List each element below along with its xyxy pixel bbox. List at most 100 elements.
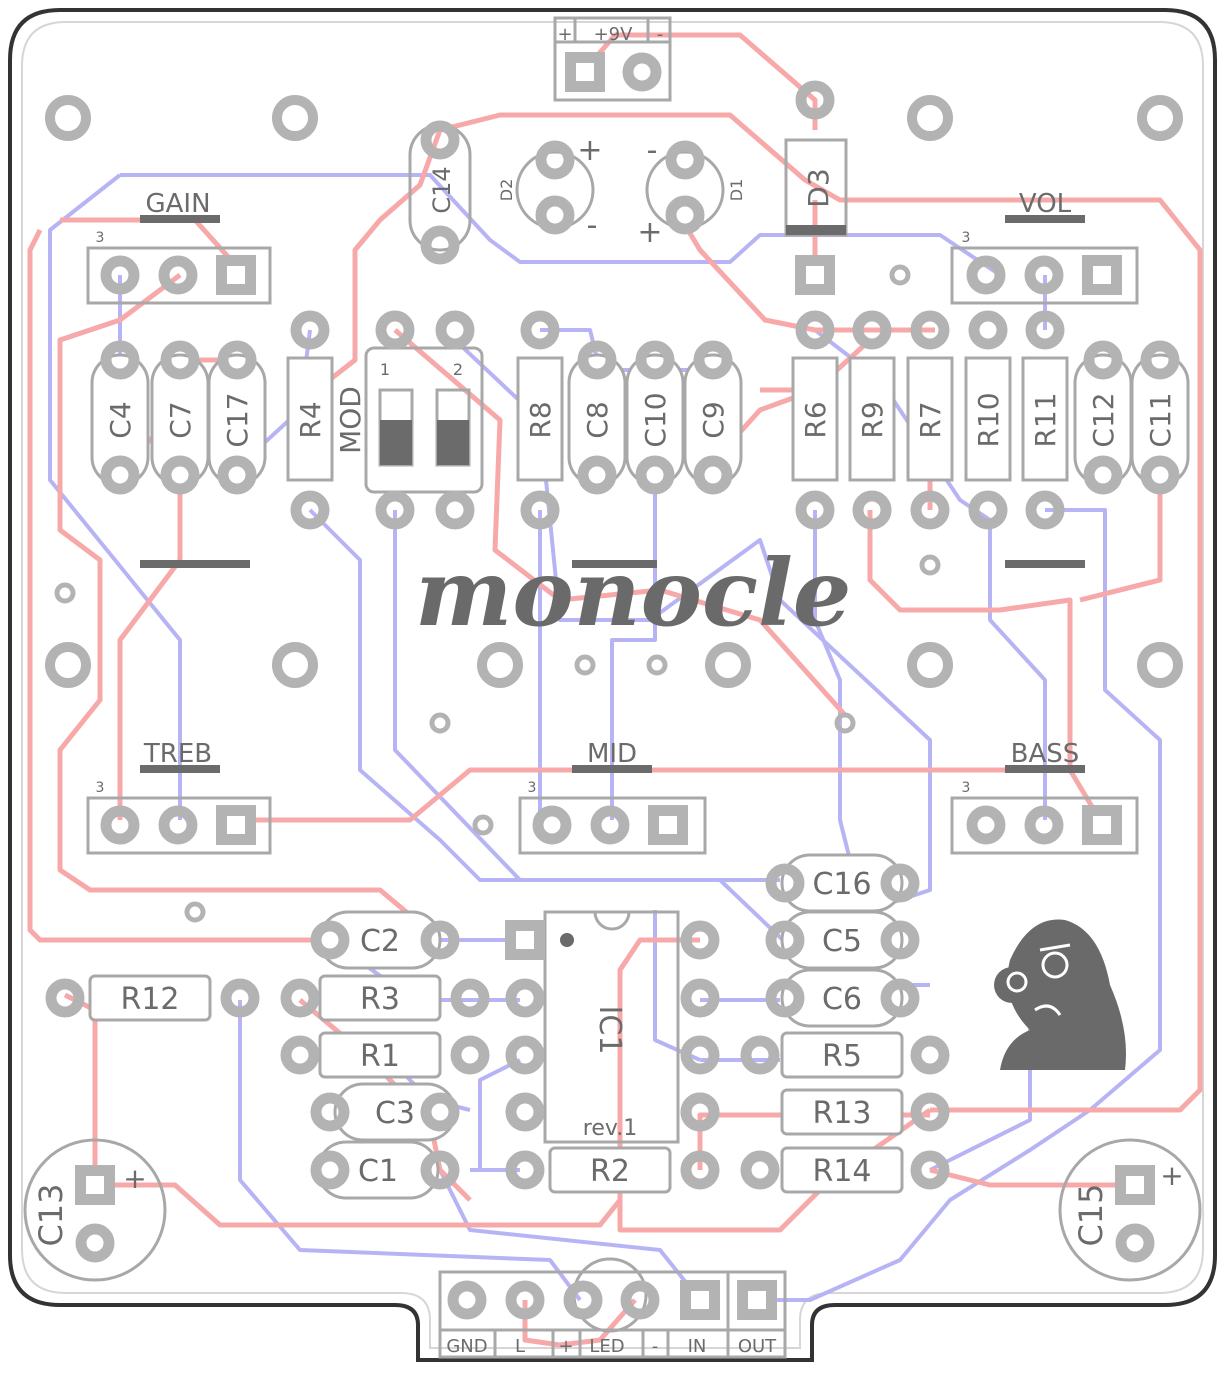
component-label: C16 (812, 867, 871, 902)
mounting-holes (45, 95, 1183, 688)
header-9v-label: +9V (594, 24, 634, 45)
resistor-body (1021, 356, 1069, 482)
resistor-body (88, 974, 212, 1022)
ic-pad-right (680, 920, 720, 960)
resistor-pad (795, 310, 835, 350)
component-label: C2 (360, 924, 400, 959)
resistor-label: R11 (1029, 392, 1062, 447)
c13-plus-label: + (123, 1162, 146, 1195)
resistor-body (848, 356, 896, 482)
c14-label: C14 (428, 166, 456, 213)
pot-mid-pin-label: 3 (528, 780, 537, 796)
component-pad (420, 920, 460, 960)
component-pad (910, 1092, 950, 1132)
mascot-face (1006, 943, 1071, 1016)
resistor-pad (910, 310, 950, 350)
component-pad (310, 1092, 350, 1132)
pot-bass-pad-1 (966, 805, 1006, 845)
resistor-pad (968, 310, 1008, 350)
io-pad-gnd (447, 1280, 487, 1320)
resistor-pad (290, 490, 330, 530)
ic-pad-left (505, 1035, 545, 1075)
pot-treb-pin-label: 3 (96, 780, 105, 796)
component-pad (450, 978, 490, 1018)
d1-minus-label: - (647, 133, 658, 168)
ic-pad-left (505, 1092, 545, 1132)
component-label: R14 (812, 1154, 871, 1189)
resistor-label: R10 (972, 392, 1005, 447)
pot-bass-pad-2 (1024, 805, 1064, 845)
switch-label: MOD (334, 386, 367, 454)
capacitor-pad (635, 340, 675, 380)
component-label: R2 (590, 1154, 630, 1189)
switch-pad (435, 490, 475, 530)
pad-hole (1126, 1176, 1144, 1194)
pot-treb-pad-1 (100, 805, 140, 845)
resistor-body (516, 356, 564, 482)
component-label: C5 (822, 924, 862, 959)
ic-pad-right (680, 978, 720, 1018)
c15-plus-label: + (1160, 1159, 1183, 1192)
component-pad (45, 978, 85, 1018)
component-pad (740, 1150, 780, 1190)
resistor-pad (1025, 490, 1065, 530)
io-l-label: L (515, 1336, 525, 1357)
capacitor-pad (577, 340, 617, 380)
io-pad-l (505, 1280, 545, 1320)
d1-pad (665, 140, 705, 180)
ic-pad-right (680, 1035, 720, 1075)
pot-gain-pad-2 (158, 255, 198, 295)
component-label: R12 (120, 982, 179, 1017)
io-pad-plus (563, 1280, 603, 1320)
capacitor-label: C8 (581, 401, 614, 438)
d1-pad (665, 195, 705, 235)
resistor-pad (290, 310, 330, 350)
switch-pad (435, 310, 475, 350)
component-pad (220, 978, 260, 1018)
resistor-pad (1025, 310, 1065, 350)
revision-label: rev.1 (583, 1116, 637, 1141)
pot-mid-pad-1 (532, 805, 572, 845)
component-pad (310, 1150, 350, 1190)
pad-hole (576, 63, 594, 81)
pot-vol-pad-1 (966, 255, 1006, 295)
header-plus-label: + (557, 24, 572, 45)
io-minus-label: - (652, 1336, 659, 1357)
component-pad (880, 978, 920, 1018)
c15-pad (1115, 1223, 1155, 1263)
component-pad (280, 978, 320, 1018)
d2-plus-label: + (577, 133, 602, 168)
capacitor-pad (693, 455, 733, 495)
logo-text: monocle (415, 539, 851, 647)
pot-gain-label: GAIN (145, 189, 210, 219)
switch-pad (375, 490, 415, 530)
switch-pin2-label: 2 (453, 360, 463, 379)
capacitor-pad (1140, 340, 1180, 380)
monocle-logo: monocle (415, 539, 851, 647)
resistor-body (791, 356, 839, 482)
pot-bass-pin-label: 3 (962, 780, 971, 796)
component-pad (420, 1092, 460, 1132)
component-bodies (88, 18, 1190, 1357)
capacitor-pad (1083, 340, 1123, 380)
resistor-label: R9 (856, 401, 889, 438)
c14-pad (420, 120, 460, 160)
pot-vol-label: VOL (1019, 189, 1072, 219)
resistor-body (286, 356, 334, 482)
component-pad (765, 863, 805, 903)
pot-bass-label: BASS (1011, 739, 1080, 769)
resistor-pad (520, 310, 560, 350)
pad-hole (86, 1176, 104, 1194)
component-pad (280, 1035, 320, 1075)
capacitor-pad (635, 455, 675, 495)
io-pad-led (620, 1280, 660, 1320)
d1-plus-label: + (637, 215, 662, 250)
pad-hole (227, 266, 245, 284)
resistor-pad (852, 490, 892, 530)
pad-hole (516, 931, 534, 949)
resistor-pad (968, 490, 1008, 530)
board-outline-inner (21, 21, 1204, 1349)
component-pad (765, 978, 805, 1018)
pad-hole (1093, 816, 1111, 834)
